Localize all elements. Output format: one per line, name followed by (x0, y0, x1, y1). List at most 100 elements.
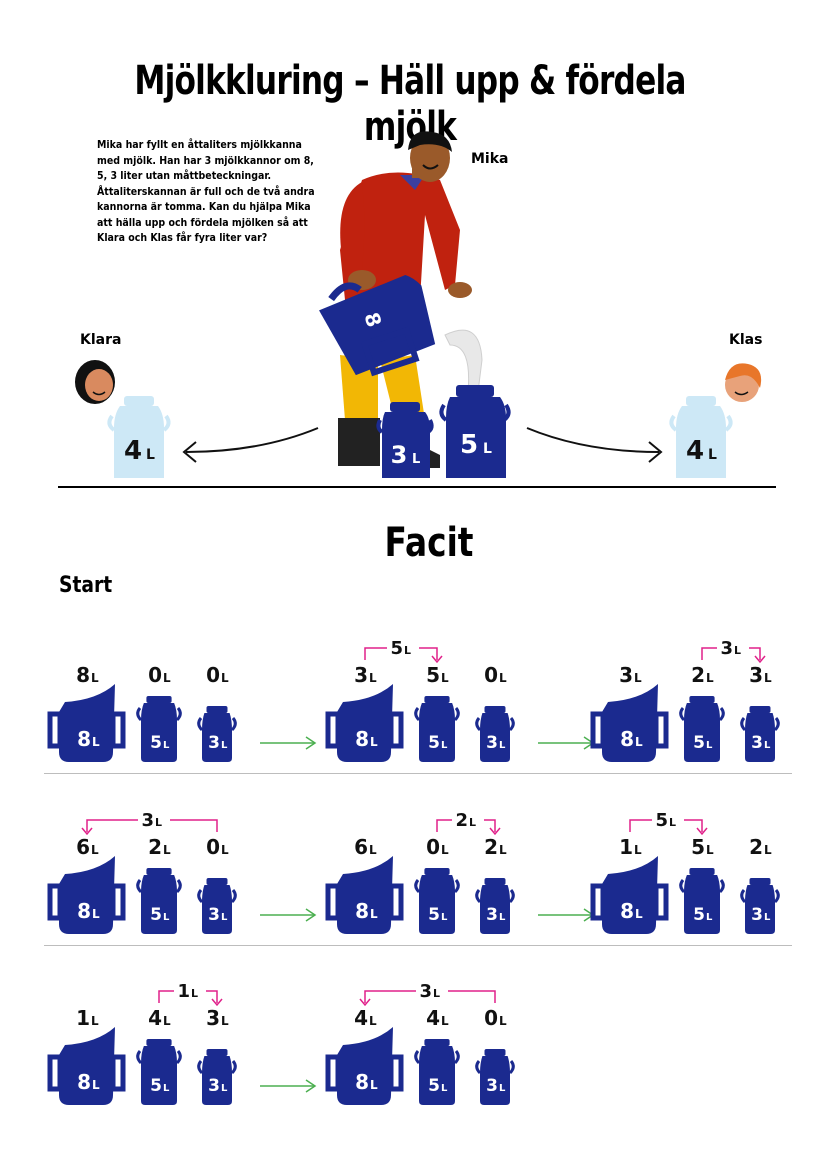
amount-label: 0 (484, 663, 498, 687)
pour-amount: 5 (655, 810, 668, 831)
can-5-icon-label: 5 (150, 1076, 162, 1096)
svg-text:L: L (764, 843, 772, 857)
jug-8-label: 8 (77, 727, 91, 751)
amount-label: 0 (148, 663, 162, 687)
arrow-to-klas (526, 427, 660, 453)
amount-label: 4 (426, 1006, 440, 1030)
svg-text:L: L (669, 816, 676, 829)
svg-text:L: L (221, 912, 228, 923)
jug-8-label: 8 (620, 727, 634, 751)
svg-text:L: L (92, 735, 100, 749)
svg-text:L: L (92, 907, 100, 921)
svg-text:L: L (706, 671, 714, 685)
svg-text:L: L (91, 671, 99, 685)
can-5-icon-label: 5 (150, 733, 162, 753)
amount-label: 0 (206, 663, 220, 687)
svg-text:L: L (433, 987, 440, 1000)
next-step-arrow (260, 908, 317, 922)
amount-label: 4 (148, 1006, 162, 1030)
can-3-icon-label: 3 (208, 905, 220, 925)
jug-8-label: 8 (77, 1070, 91, 1094)
svg-text:L: L (146, 447, 155, 463)
klara-name: Klara (80, 332, 122, 348)
can-5-icon-label: 5 (150, 905, 162, 925)
next-step-arrow (538, 736, 595, 750)
svg-text:L: L (221, 1083, 228, 1094)
klas-name: Klas (729, 332, 763, 348)
amount-label: 0 (484, 1006, 498, 1030)
can-3-icon-label: 3 (208, 733, 220, 753)
svg-text:L: L (441, 1014, 449, 1028)
svg-text:L: L (499, 912, 506, 923)
svg-text:3: 3 (391, 441, 408, 469)
pour-amount: 1 (177, 981, 190, 1002)
svg-text:L: L (369, 1014, 377, 1028)
pour-amount: 3 (720, 638, 733, 659)
svg-text:L: L (163, 740, 170, 751)
amount-label: 5 (426, 663, 440, 687)
jug-8-label: 8 (77, 899, 91, 923)
jug-8-label: 8 (620, 899, 634, 923)
amount-label: 2 (484, 835, 498, 859)
svg-text:4: 4 (686, 436, 704, 466)
svg-text:L: L (734, 644, 741, 657)
amount-label: 1 (76, 1006, 90, 1030)
amount-label: 0 (426, 835, 440, 859)
can-5-icon-label: 5 (693, 905, 705, 925)
svg-text:L: L (706, 912, 713, 923)
svg-text:L: L (221, 1014, 229, 1028)
svg-text:L: L (369, 671, 377, 685)
amount-label: 6 (354, 835, 368, 859)
svg-text:5: 5 (460, 430, 478, 460)
scene-illustration: 8 3 L 5 L 4 L (75, 131, 762, 478)
can-3-icon-label: 3 (486, 1076, 498, 1096)
can-3-icon-label: 3 (486, 733, 498, 753)
svg-text:L: L (441, 671, 449, 685)
amount-label: 2 (148, 835, 162, 859)
svg-text:L: L (764, 740, 771, 751)
svg-text:L: L (441, 1083, 448, 1094)
can-3-scene: 3 L (376, 402, 434, 478)
svg-text:L: L (499, 1083, 506, 1094)
section-divider (58, 486, 776, 488)
jug-8-label: 8 (355, 899, 369, 923)
amount-label: 6 (76, 835, 90, 859)
start-label: Start (59, 573, 113, 598)
svg-text:L: L (635, 735, 643, 749)
svg-text:L: L (91, 1014, 99, 1028)
svg-text:L: L (92, 1078, 100, 1092)
pour-amount: 3 (419, 981, 432, 1002)
can-3-icon-label: 3 (751, 905, 763, 925)
row-divider-2 (44, 945, 792, 946)
facit-heading: Facit (384, 520, 474, 566)
klara-can: 4 L (107, 396, 171, 478)
page-title: Mjölkkluring – Häll upp & fördela mjölk (134, 58, 686, 150)
can-3-icon-label: 3 (486, 905, 498, 925)
jug-8-label: 8 (355, 727, 369, 751)
can-3-icon-label: 3 (208, 1076, 220, 1096)
amount-label: 5 (691, 835, 705, 859)
svg-text:L: L (412, 452, 420, 467)
